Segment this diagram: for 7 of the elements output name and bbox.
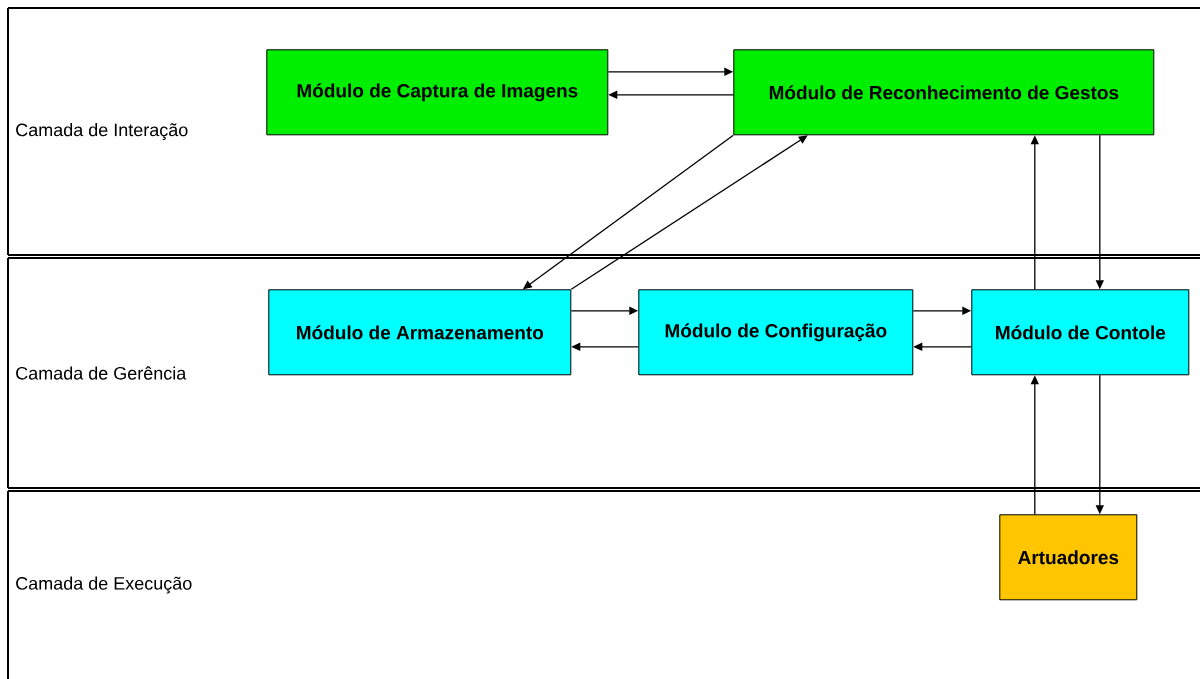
module-box: Módulo de Armazenamento — [268, 289, 572, 376]
module-box: Módulo de Contole — [971, 289, 1190, 376]
module-box: Artuadores — [999, 514, 1138, 601]
module-box: Módulo de Configuração — [638, 289, 914, 376]
module-box: Módulo de Captura de Imagens — [266, 49, 609, 136]
arrow — [570, 135, 808, 290]
module-box: Módulo de Reconhecimento de Gestos — [733, 49, 1155, 136]
